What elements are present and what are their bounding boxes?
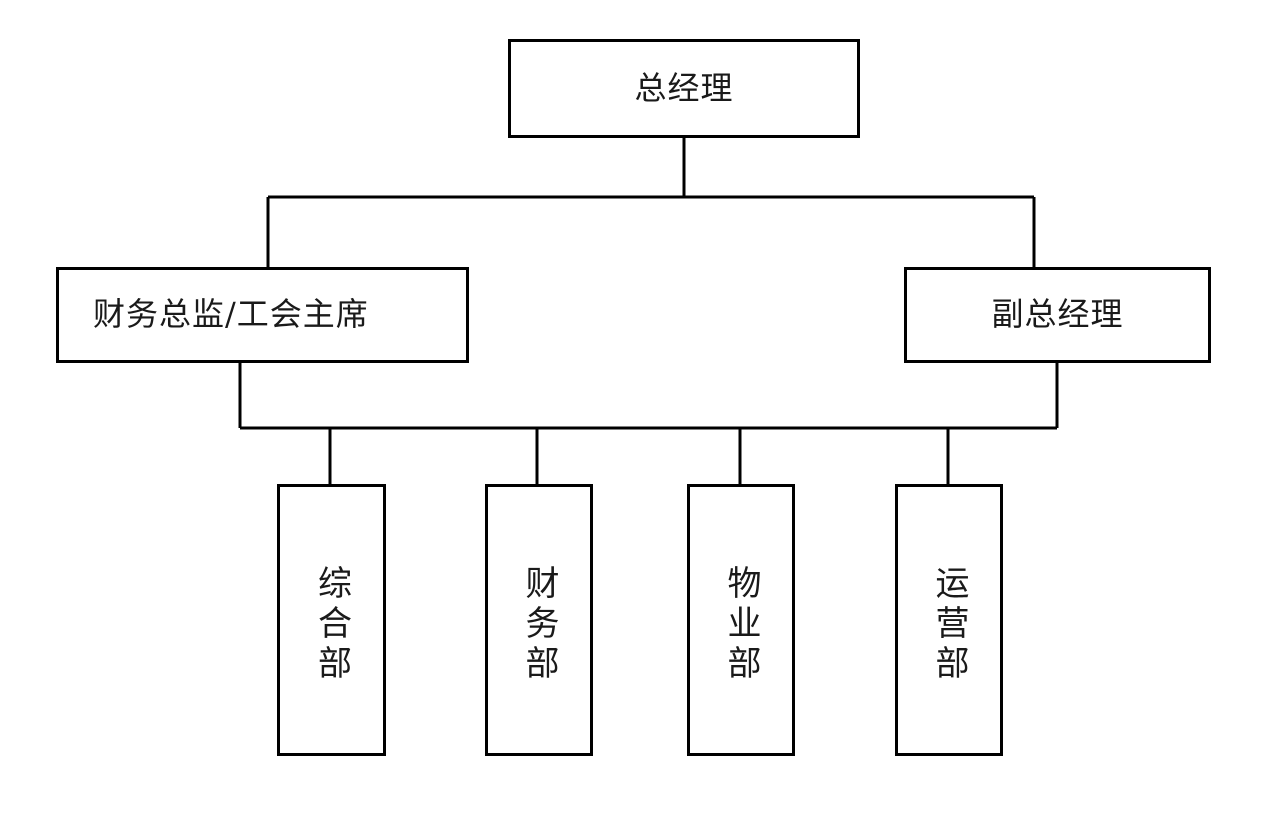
node-department-operations-label: 运营部 <box>929 565 970 685</box>
node-department-general-affairs[interactable]: 综合部 <box>277 484 386 756</box>
node-deputy-general-manager-label: 副总经理 <box>991 295 1124 334</box>
node-general-manager-label: 总经理 <box>634 68 734 107</box>
node-finance-director-label: 财务总监/工会主席 <box>93 295 369 334</box>
node-deputy-general-manager[interactable]: 副总经理 <box>904 267 1211 363</box>
node-department-general-affairs-label: 综合部 <box>311 565 352 685</box>
node-department-property[interactable]: 物业部 <box>687 484 795 756</box>
node-general-manager[interactable]: 总经理 <box>508 39 860 138</box>
node-department-finance[interactable]: 财务部 <box>485 484 593 756</box>
node-finance-director[interactable]: 财务总监/工会主席 <box>56 267 469 363</box>
node-department-operations[interactable]: 运营部 <box>895 484 1003 756</box>
node-department-finance-label: 财务部 <box>519 565 560 685</box>
node-department-property-label: 物业部 <box>721 565 762 685</box>
